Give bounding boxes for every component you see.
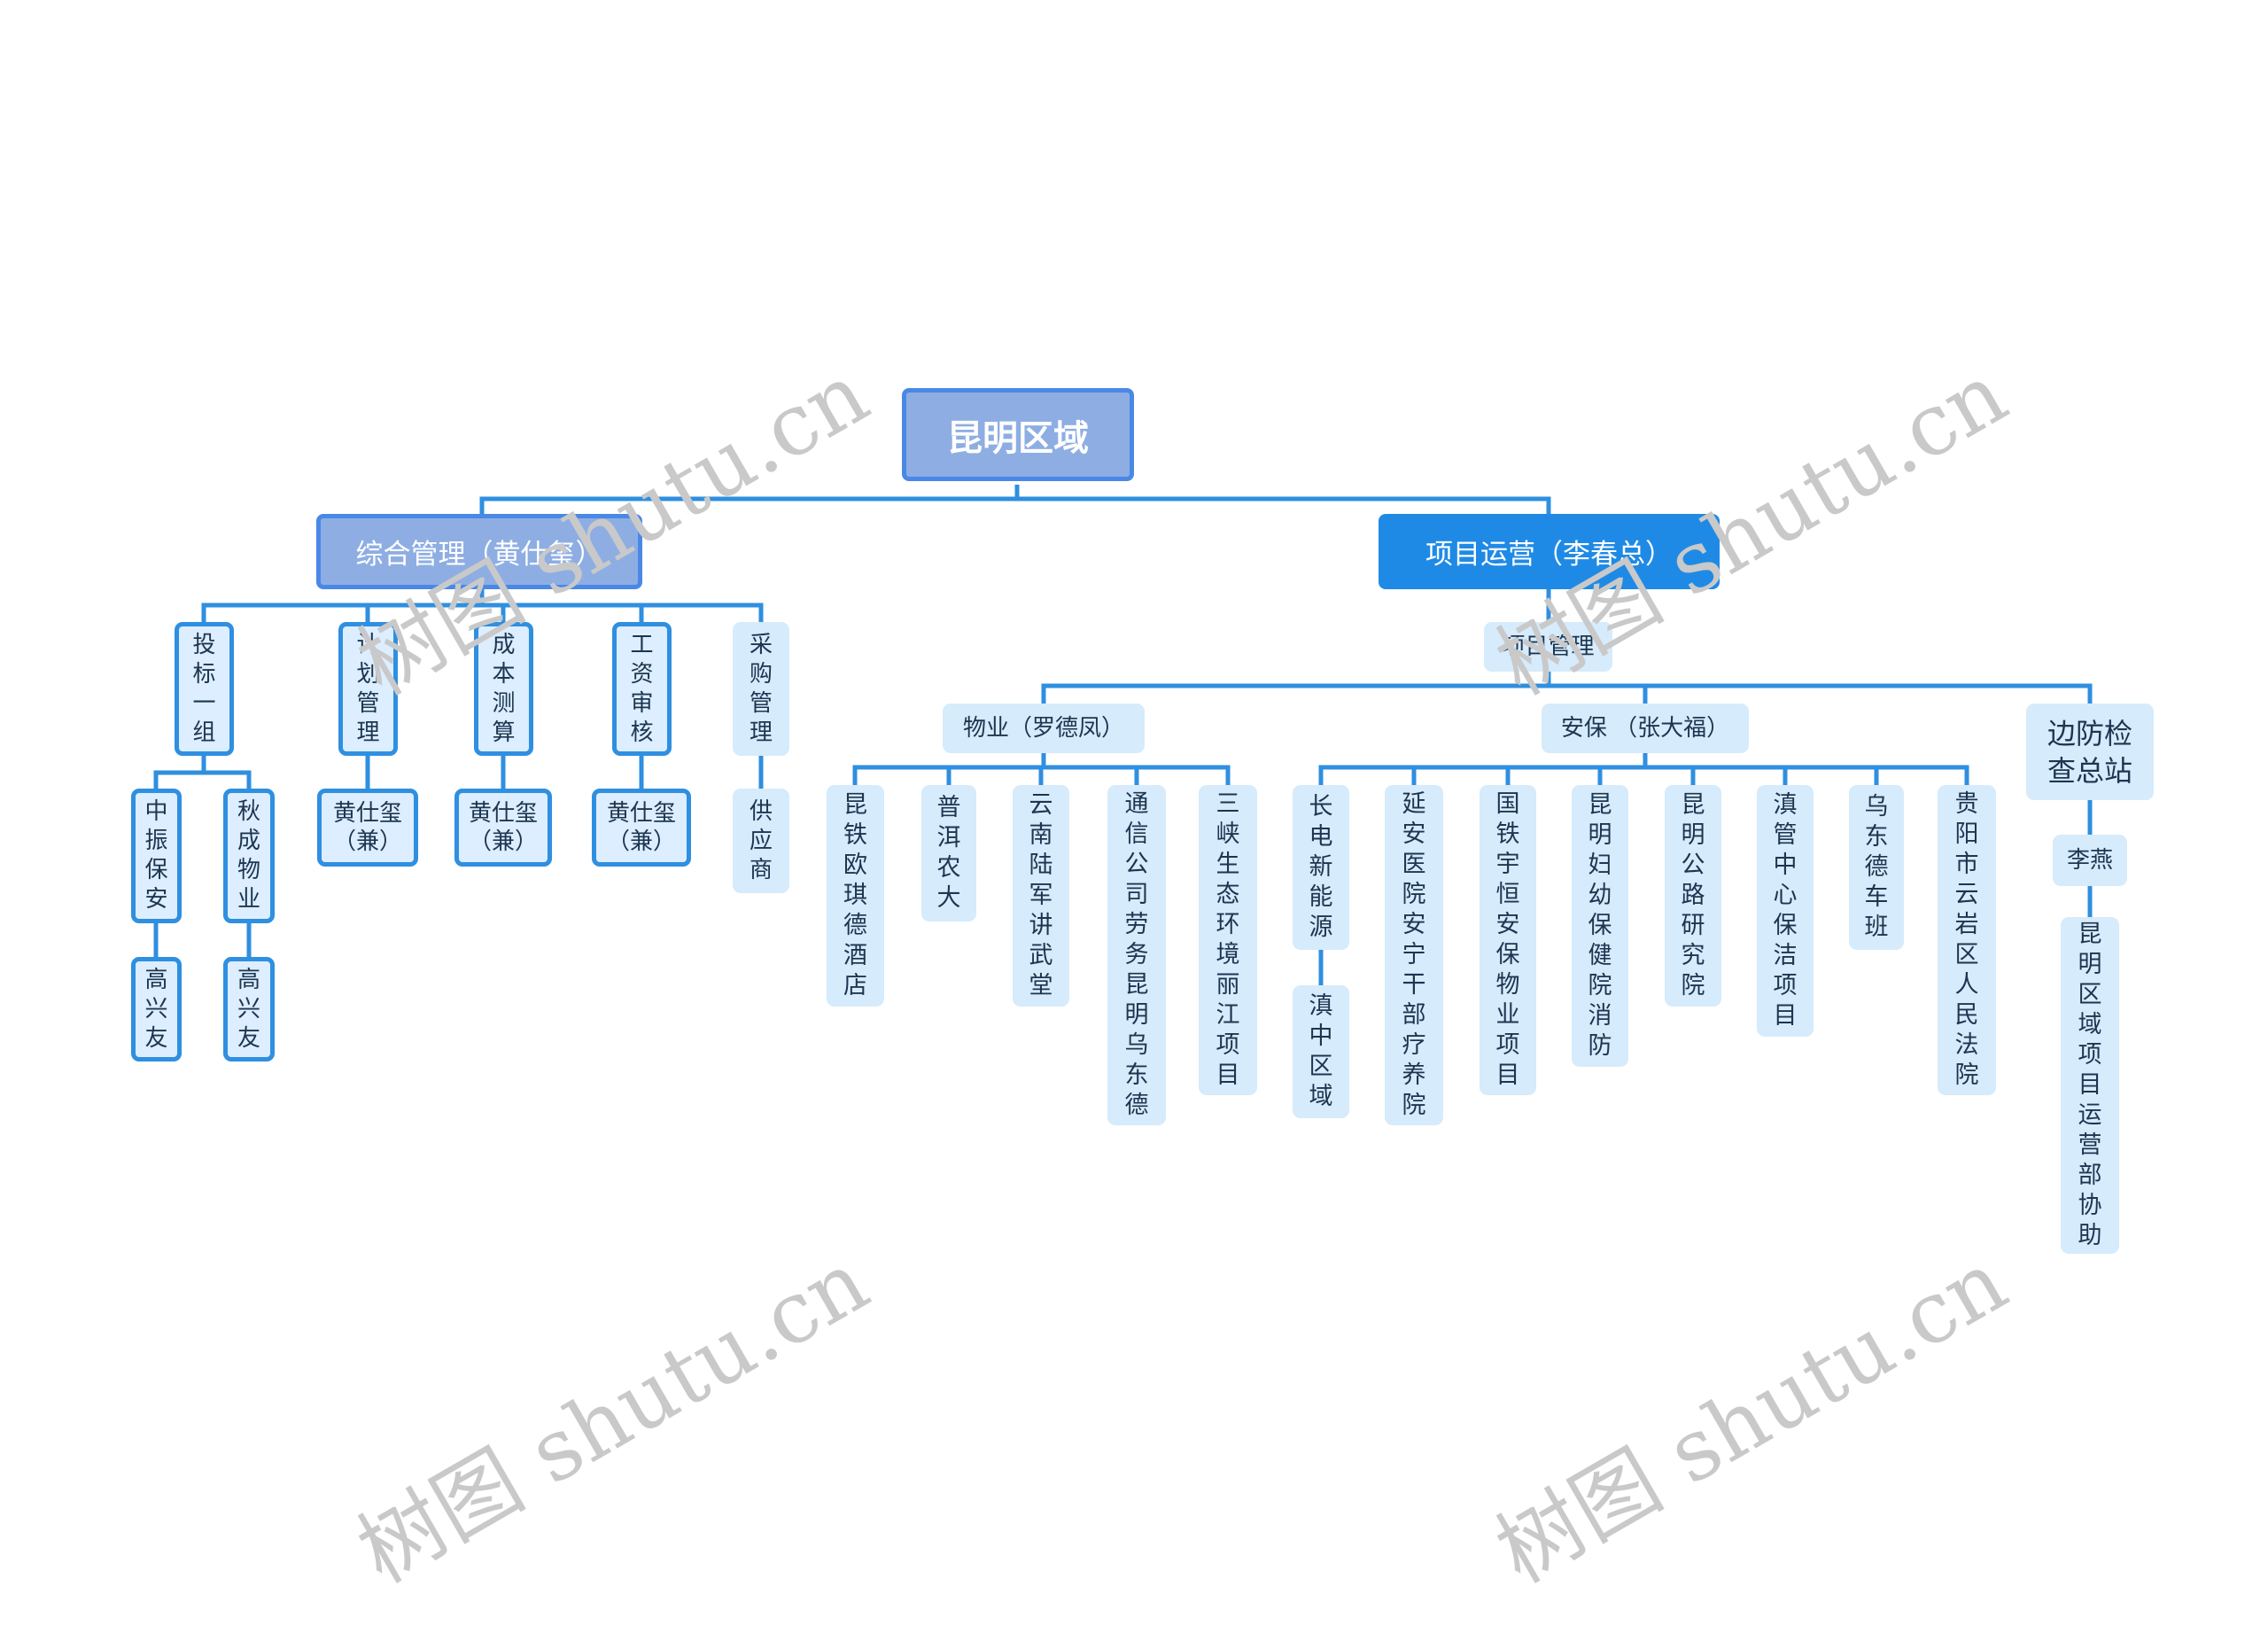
- node-payroll-owner[interactable]: 黄仕玺（兼）: [592, 789, 691, 867]
- node-label: 普洱农大: [936, 794, 961, 912]
- node-property-item-1[interactable]: 昆铁欧琪德酒店: [827, 785, 884, 1007]
- node-label: 国铁宇恒安保物业项目: [1495, 790, 1520, 1089]
- node-planning[interactable]: 计划管理: [338, 622, 398, 756]
- node-bidding-group[interactable]: 投标一组: [175, 622, 234, 756]
- node-label: 贵阳市云岩区人民法院: [1954, 790, 1979, 1089]
- root-node[interactable]: 昆明区域: [902, 388, 1134, 481]
- node-label: 滇中区域: [1309, 992, 1333, 1110]
- node-label: 黄仕玺（兼）: [606, 800, 676, 855]
- node-qiucheng-property[interactable]: 秋成物业: [223, 789, 275, 923]
- node-border-inspection[interactable]: 边防检查总站: [2026, 704, 2154, 800]
- node-label: 计划管理: [356, 631, 380, 746]
- branch-label: 综合管理（黄仕玺）: [355, 539, 603, 571]
- node-security[interactable]: 安保 （张大福）: [1542, 704, 1749, 753]
- branch-label: 项目运营（李春总）: [1425, 539, 1673, 571]
- node-label: 三峡生态环境丽江项目: [1216, 790, 1240, 1089]
- node-payroll-audit[interactable]: 工资审核: [612, 622, 672, 756]
- node-dianzhong-region[interactable]: 滇中区域: [1293, 985, 1349, 1118]
- node-property[interactable]: 物业（罗德凤）: [943, 704, 1145, 753]
- node-label: 成本测算: [492, 631, 516, 746]
- node-label: 乌东德车班: [1864, 793, 1889, 941]
- node-security-item-8[interactable]: 贵阳市云岩区人民法院: [1938, 785, 1996, 1095]
- node-label: 通信公司劳务昆明乌东德: [1124, 790, 1149, 1119]
- node-label: 云南陆军讲武堂: [1029, 791, 1053, 999]
- node-gao-xingyou-1[interactable]: 高兴友: [131, 957, 182, 1061]
- node-property-item-5[interactable]: 三峡生态环境丽江项目: [1199, 785, 1257, 1095]
- node-label: 延安医院安宁干部疗养院: [1402, 790, 1426, 1119]
- node-security-item-4[interactable]: 昆明妇幼保健院消防: [1572, 785, 1628, 1067]
- node-label: 中振保安: [144, 798, 168, 913]
- node-procurement[interactable]: 采购管理: [733, 622, 789, 756]
- node-label: 秋成物业: [237, 798, 260, 913]
- node-label: 高兴友: [144, 966, 168, 1052]
- node-label: 工资审核: [630, 631, 654, 746]
- node-label: 物业（罗德凤）: [962, 715, 1124, 742]
- node-label: 采购管理: [749, 631, 773, 746]
- node-label: 投标一组: [192, 631, 216, 746]
- branch-general-management[interactable]: 综合管理（黄仕玺）: [316, 514, 642, 589]
- node-label: 昆明区域项目运营部协助: [2078, 921, 2102, 1249]
- node-assist-duty[interactable]: 昆明区域项目运营部协助: [2061, 917, 2119, 1254]
- node-label: 项目管理: [1502, 634, 1595, 660]
- node-gao-xingyou-2[interactable]: 高兴友: [223, 957, 275, 1061]
- root-label: 昆明区域: [947, 417, 1089, 459]
- node-label: 长电新能源: [1309, 793, 1333, 941]
- branch-project-operations[interactable]: 项目运营（李春总）: [1379, 514, 1720, 589]
- node-property-item-2[interactable]: 普洱农大: [921, 785, 976, 921]
- node-label: 滇管中心保洁项目: [1773, 791, 1798, 1030]
- node-security-item-2[interactable]: 延安医院安宁干部疗养院: [1385, 785, 1443, 1125]
- node-label: 李燕: [2066, 847, 2113, 874]
- node-label: 高兴友: [237, 966, 260, 1052]
- node-label: 供应商: [749, 797, 773, 883]
- node-label: 边防检查总站: [2047, 716, 2132, 788]
- node-label: 黄仕玺（兼）: [332, 800, 402, 855]
- node-security-item-1[interactable]: 长电新能源: [1293, 785, 1349, 950]
- node-label: 安保 （张大福）: [1560, 715, 1730, 742]
- node-project-management[interactable]: 项目管理: [1484, 622, 1612, 672]
- node-security-item-7[interactable]: 乌东德车班: [1849, 785, 1904, 950]
- node-property-item-4[interactable]: 通信公司劳务昆明乌东德: [1107, 785, 1166, 1125]
- node-label: 昆明妇幼保健院消防: [1588, 791, 1612, 1060]
- node-supplier[interactable]: 供应商: [733, 789, 789, 893]
- node-cost-estimation[interactable]: 成本测算: [474, 622, 533, 756]
- node-planning-owner[interactable]: 黄仕玺（兼）: [317, 789, 418, 867]
- node-label: 黄仕玺（兼）: [468, 800, 538, 855]
- node-security-item-3[interactable]: 国铁宇恒安保物业项目: [1480, 785, 1536, 1095]
- node-property-item-3[interactable]: 云南陆军讲武堂: [1013, 785, 1069, 1007]
- node-security-item-5[interactable]: 昆明公路研究院: [1665, 785, 1721, 1007]
- node-label: 昆铁欧琪德酒店: [843, 791, 867, 999]
- node-cost-owner[interactable]: 黄仕玺（兼）: [454, 789, 552, 867]
- node-security-item-6[interactable]: 滇管中心保洁项目: [1757, 785, 1814, 1037]
- node-li-yan[interactable]: 李燕: [2053, 835, 2127, 886]
- node-label: 昆明公路研究院: [1681, 791, 1705, 999]
- node-zhongzhen-security[interactable]: 中振保安: [131, 789, 182, 923]
